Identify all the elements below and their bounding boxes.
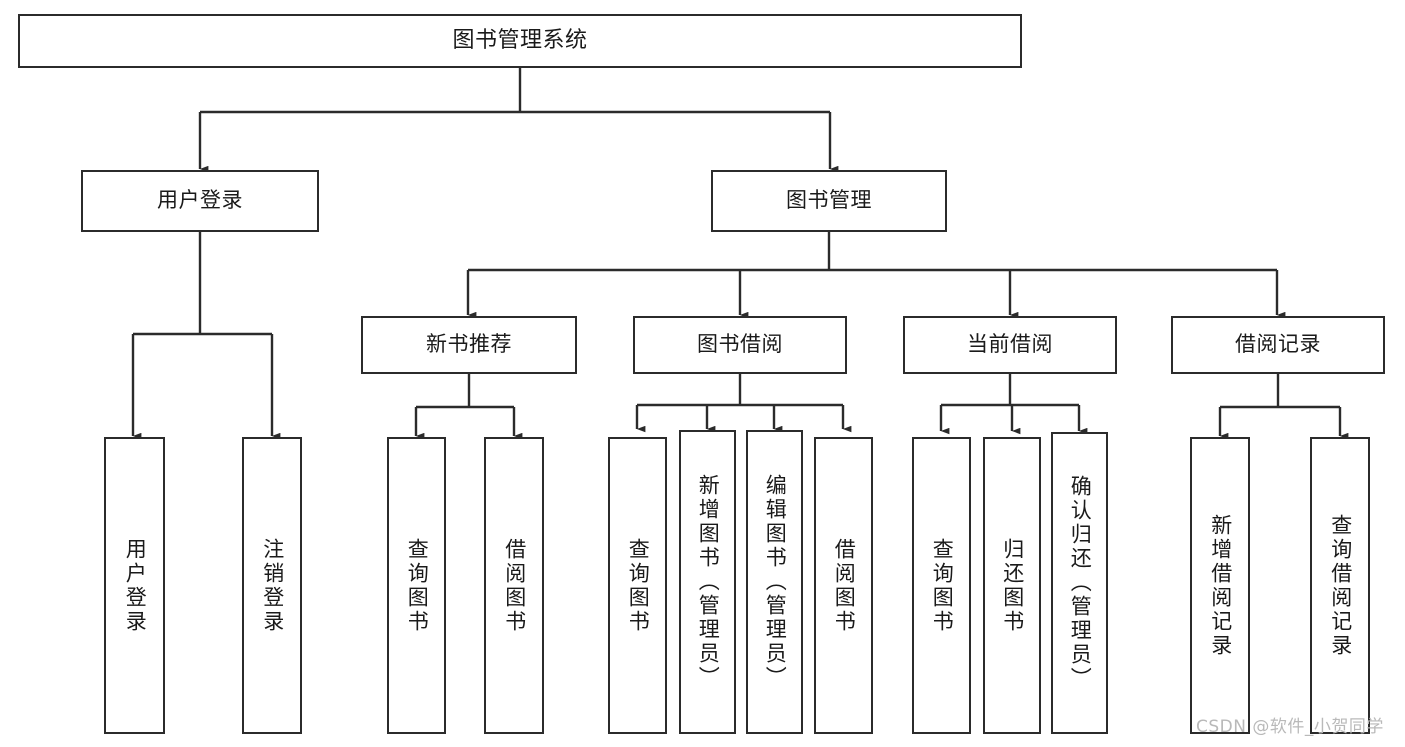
node-label-leaf-query-book-2: 查询图书 [626,537,651,634]
node-label-leaf-confirm-return: 确认归还（管理员） [1068,475,1093,691]
node-label-leaf-borrow-book-1: 借阅图书 [502,537,527,634]
node-label-current-borrow: 当前借阅 [967,332,1053,357]
connector-lines [131,68,1349,440]
node-label-leaf-query-record: 查询借阅记录 [1328,513,1353,658]
node-label-user-login: 用户登录 [157,188,243,213]
node-label-borrow-record: 借阅记录 [1235,332,1321,357]
node-root[interactable]: 图书管理系统 [18,14,1022,68]
node-leaf-add-record[interactable]: 新增借阅记录 [1190,437,1250,734]
node-leaf-borrow-book-1[interactable]: 借阅图书 [484,437,544,734]
node-label-leaf-add-record: 新增借阅记录 [1208,513,1233,658]
node-label-leaf-query-book-1: 查询图书 [405,537,430,634]
node-leaf-user-login[interactable]: 用户登录 [104,437,165,734]
node-leaf-query-record[interactable]: 查询借阅记录 [1310,437,1370,734]
node-new-book-rec[interactable]: 新书推荐 [361,316,577,374]
node-label-leaf-user-login: 用户登录 [123,537,148,634]
node-label-leaf-logout-login: 注销登录 [260,537,285,634]
node-label-leaf-return-book: 归还图书 [1000,537,1025,634]
node-leaf-logout-login[interactable]: 注销登录 [242,437,302,734]
node-book-manage[interactable]: 图书管理 [711,170,947,232]
node-leaf-return-book[interactable]: 归还图书 [983,437,1041,734]
node-leaf-borrow-book-2[interactable]: 借阅图书 [814,437,873,734]
node-leaf-query-book-3[interactable]: 查询图书 [912,437,971,734]
node-label-book-manage: 图书管理 [786,188,872,213]
watermark-label: CSDN @软件_小贺同学 [1196,717,1384,737]
node-book-borrow[interactable]: 图书借阅 [633,316,847,374]
node-leaf-query-book-1[interactable]: 查询图书 [387,437,446,734]
node-user-login[interactable]: 用户登录 [81,170,319,232]
node-label-leaf-borrow-book-2: 借阅图书 [832,537,857,634]
node-leaf-confirm-return[interactable]: 确认归还（管理员） [1051,432,1108,734]
node-borrow-record[interactable]: 借阅记录 [1171,316,1385,374]
node-label-leaf-add-book: 新增图书（管理员） [696,474,721,690]
node-leaf-add-book[interactable]: 新增图书（管理员） [679,430,736,734]
node-label-leaf-query-book-3: 查询图书 [930,537,955,634]
node-label-new-book-rec: 新书推荐 [426,332,512,357]
node-leaf-query-book-2[interactable]: 查询图书 [608,437,667,734]
node-leaf-edit-book[interactable]: 编辑图书（管理员） [746,430,803,734]
node-label-book-borrow: 图书借阅 [697,332,783,357]
node-label-leaf-edit-book: 编辑图书（管理员） [763,474,788,690]
node-current-borrow[interactable]: 当前借阅 [903,316,1117,374]
node-label-root: 图书管理系统 [452,27,588,53]
